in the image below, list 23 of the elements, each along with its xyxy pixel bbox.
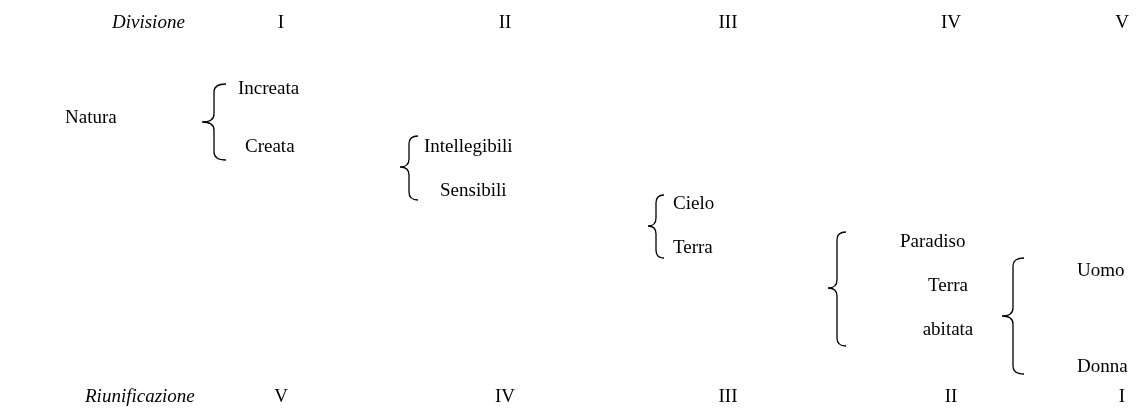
term: Creata xyxy=(245,135,295,157)
roman-numeral: I xyxy=(277,11,285,33)
roman-numeral: IV xyxy=(494,385,516,407)
term: Increata xyxy=(238,77,300,99)
term: Sensibili xyxy=(440,179,507,201)
roman-numeral: III xyxy=(718,11,738,33)
term: Terra abitata xyxy=(921,273,975,341)
roman-numeral: II xyxy=(944,385,958,407)
term: Cielo xyxy=(673,192,715,214)
roman-numeral: IV xyxy=(940,11,962,33)
term: Paradiso xyxy=(900,230,966,252)
roman-numeral: V xyxy=(274,385,288,407)
term: Intellegibili xyxy=(424,135,513,157)
term: Uomo xyxy=(1077,259,1125,281)
term: Natura xyxy=(65,106,117,128)
term: Donna xyxy=(1077,355,1128,377)
roman-numeral: I xyxy=(1118,385,1126,407)
term: Terra xyxy=(673,236,713,258)
row-heading: Divisione xyxy=(112,11,185,33)
roman-numeral: V xyxy=(1115,11,1129,33)
roman-numeral: III xyxy=(718,385,738,407)
roman-numeral: II xyxy=(498,11,512,33)
row-heading: Riunificazione xyxy=(85,385,195,407)
